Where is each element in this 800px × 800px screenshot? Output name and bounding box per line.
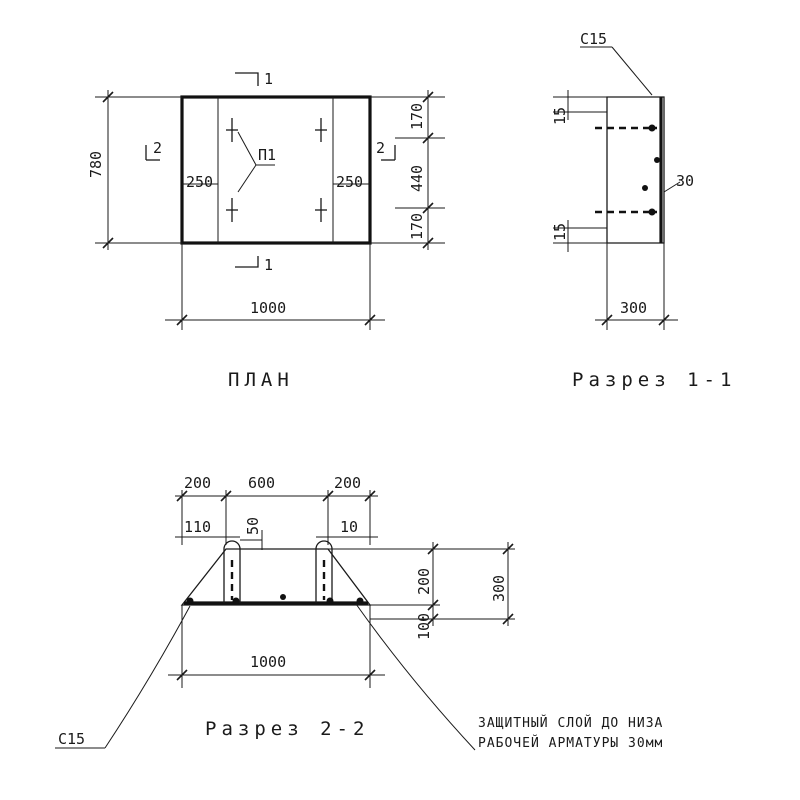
section-1-1-dim-30: 30 [676,172,694,190]
plan-dim-170-top: 170 [408,103,426,130]
section-1-1-dim-300: 300 [620,299,647,317]
section-1-1-dim-15-bottom: 15 [551,223,569,241]
section-2-2-loop-right [315,540,333,603]
section-2-2-dim-50: 50 [244,517,262,535]
plan-rebar-label: П1 [258,146,276,164]
section-1-1-dim-15-top: 15 [551,107,569,125]
section-2-2-title: Разрез 2-2 [205,718,369,740]
plan-title: ПЛАН [228,369,294,391]
section-2-2-dim-100-height: 100 [415,613,433,640]
section-1-1-concrete-mark: С15 [580,30,607,48]
section-2-2-note-line2: РАБОЧЕЙ АРМАТУРЫ 30мм [478,735,663,751]
section-2-2-note-line1: ЗАЩИТНЫЙ СЛОЙ ДО НИЗА [478,715,663,731]
plan-view: П1 250 250 1 1 2 2 780 170 440 [87,70,445,391]
plan-dim-440: 440 [408,165,426,192]
section-2-2-view: 200 600 200 110 10 50 200 100 300 1000 [55,474,663,751]
section-1-1-outline [606,96,665,244]
plan-section-2-right: 2 [376,139,385,157]
section-2-2-loop-left [223,540,241,603]
section-2-2-dim-1000: 1000 [250,653,286,671]
section-2-2-dim-10: 10 [340,518,358,536]
section-1-1-title: Разрез 1-1 [572,369,736,391]
plan-section-1-bottom: 1 [264,256,273,274]
section-2-2-dim-600: 600 [248,474,275,492]
section-1-1-view: С15 15 15 30 300 Разрез 1-1 [551,30,736,391]
plan-dim-right-250: 250 [336,173,363,191]
plan-dim-left-250: 250 [186,173,213,191]
plan-slab-outline [180,95,372,245]
section-2-2-dim-110: 110 [184,518,211,536]
section-2-2-dim-200-height: 200 [415,568,433,595]
plan-rebar-loops [226,118,327,222]
plan-section-2-left: 2 [153,139,162,157]
plan-section-1-top: 1 [264,70,273,88]
plan-dim-1000: 1000 [250,299,286,317]
section-2-2-dim-200-left: 200 [184,474,211,492]
section-2-2-dim-200-right: 200 [334,474,361,492]
section-2-2-dim-300-height: 300 [490,575,508,602]
plan-dim-780: 780 [87,151,105,178]
plan-dim-170-bottom: 170 [408,213,426,240]
section-2-2-outline [180,548,372,606]
section-2-2-concrete-mark: С15 [58,730,85,748]
